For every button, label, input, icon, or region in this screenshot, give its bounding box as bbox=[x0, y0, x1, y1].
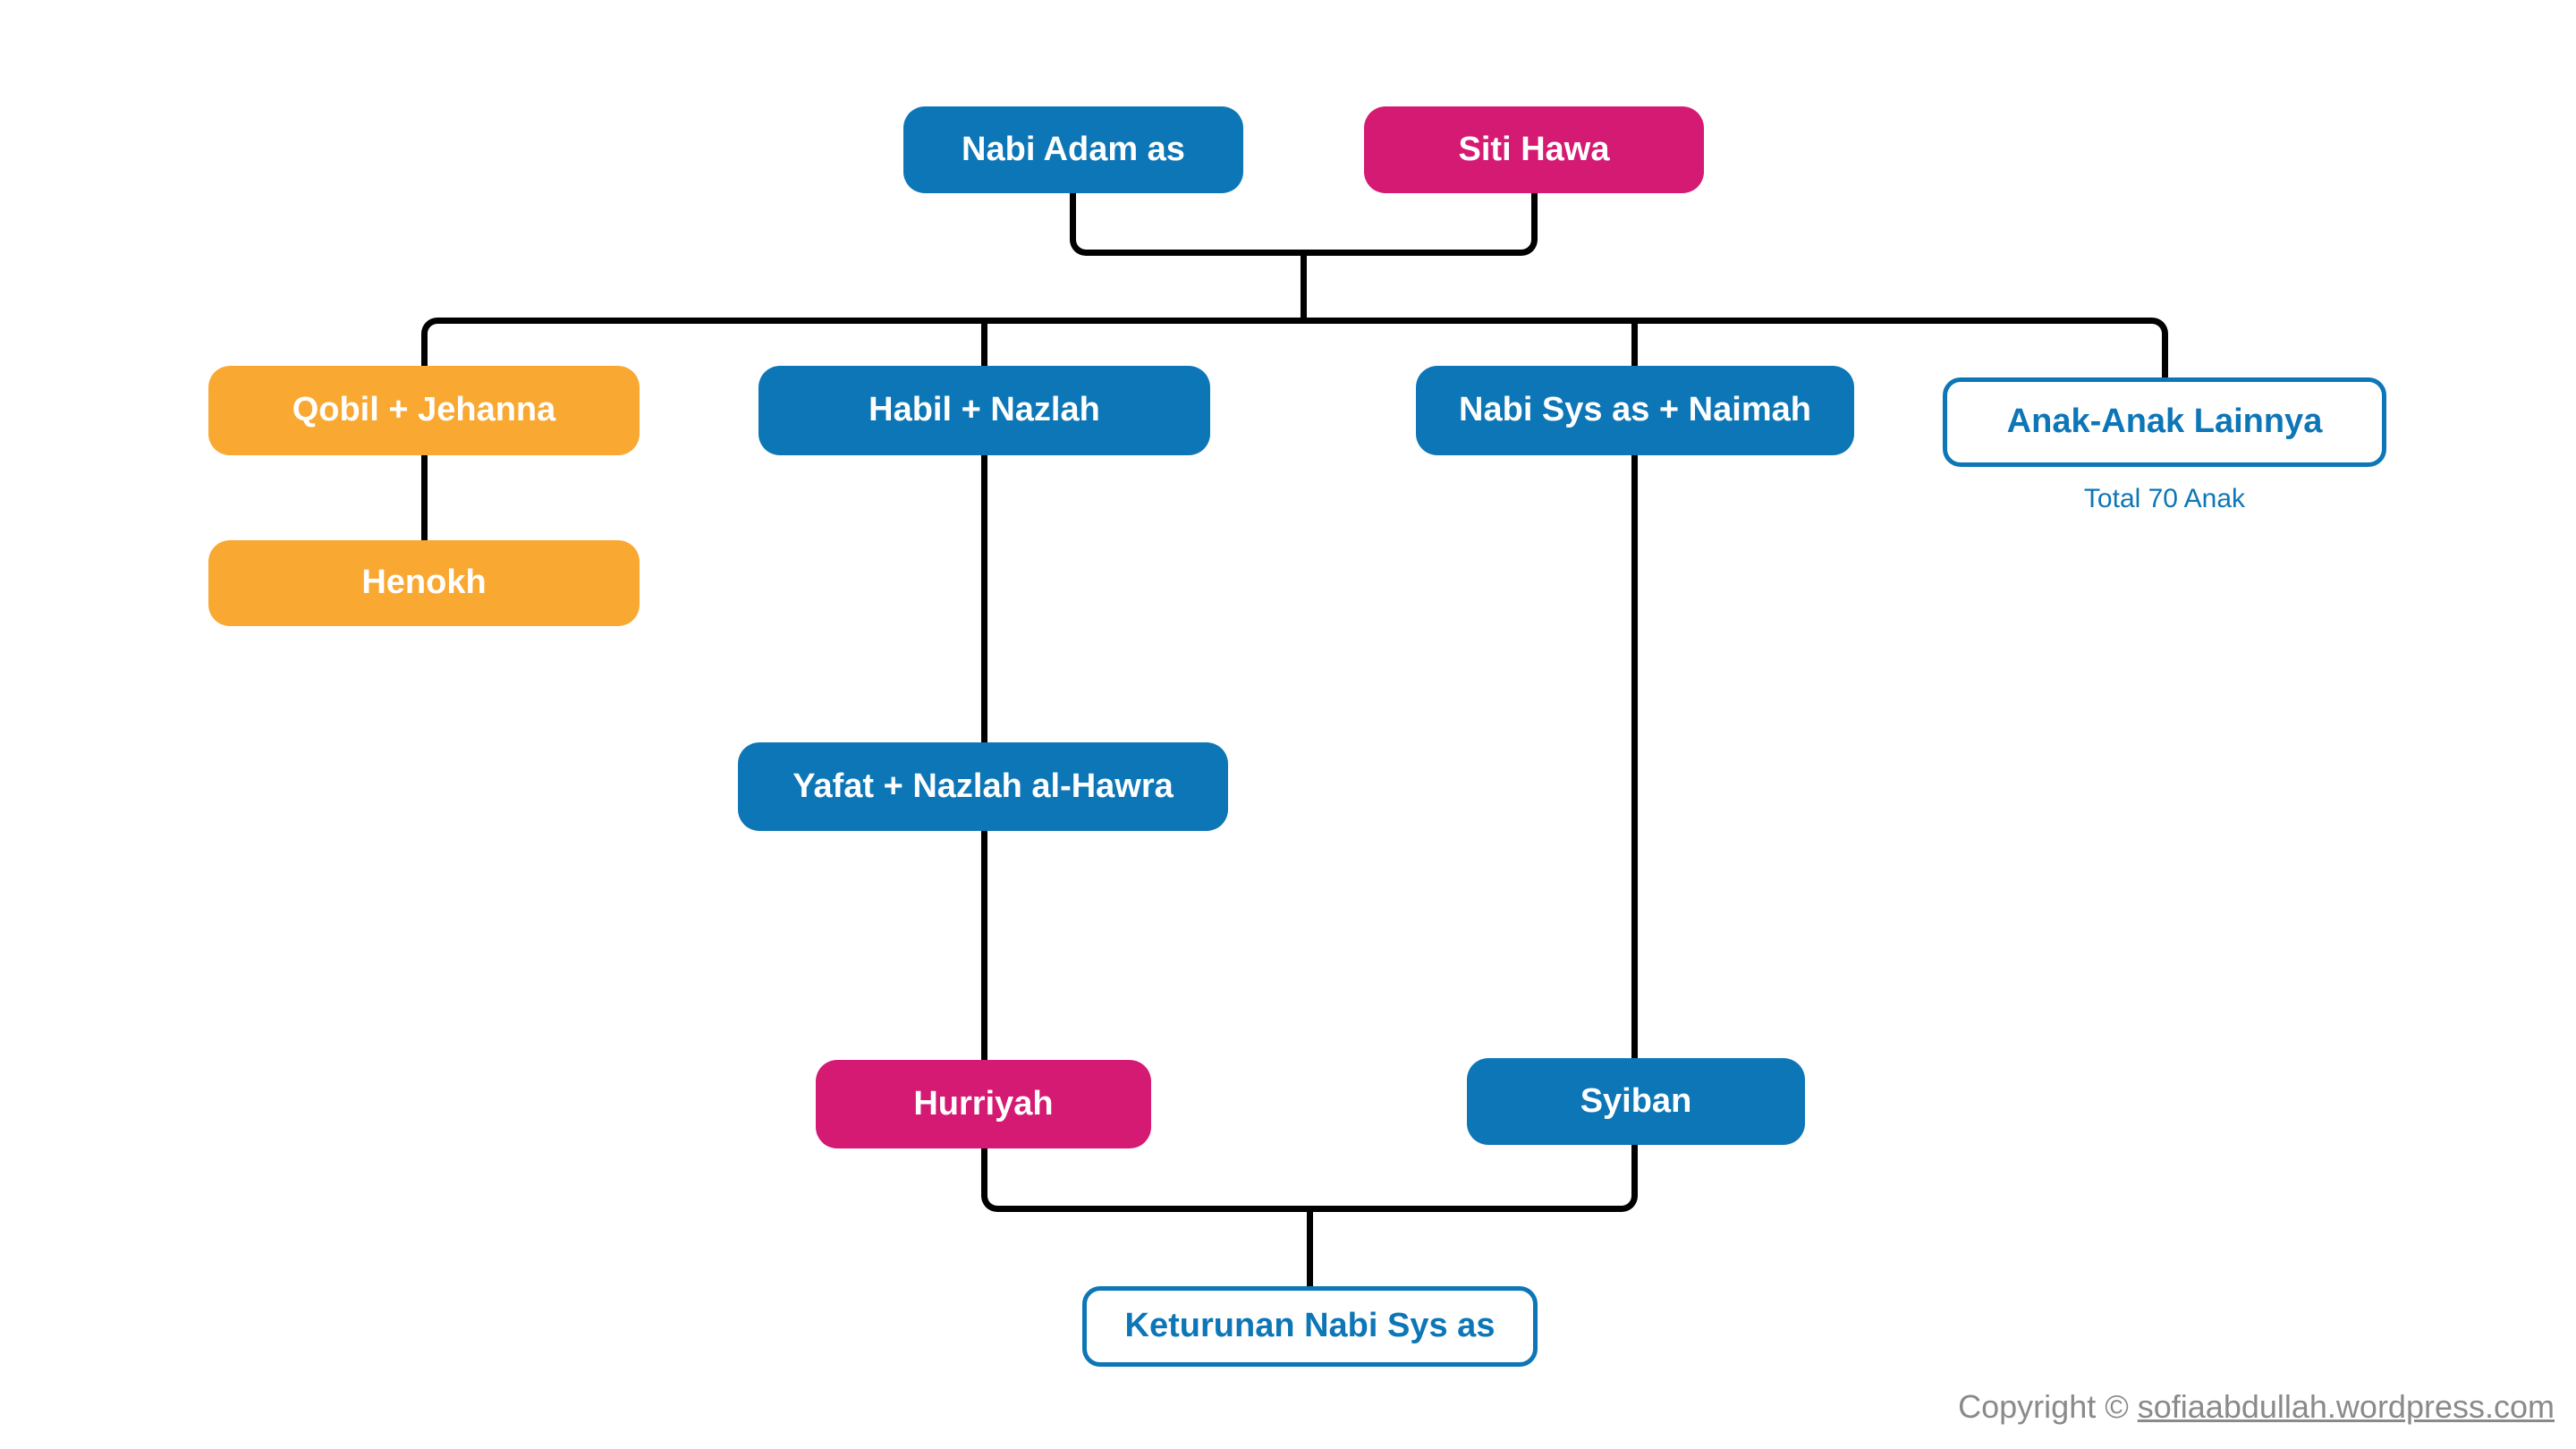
connector-qobil-henokh bbox=[421, 452, 428, 546]
node-label: Anak-Anak Lainnya bbox=[2006, 402, 2323, 441]
connector-children-rail bbox=[421, 318, 2168, 382]
node-label: Yafat + Nazlah al-Hawra bbox=[792, 767, 1174, 805]
copyright-text: Copyright © sofiaabdullah.wordpress.com bbox=[1958, 1388, 2555, 1426]
node-label: Henokh bbox=[361, 564, 487, 602]
connector-descendants-bracket bbox=[981, 1145, 1638, 1212]
connector-nabi-sys-line bbox=[1631, 452, 1638, 1067]
connector-parents-stem bbox=[1301, 250, 1307, 324]
node-anak-anak-lainnya: Anak-Anak Lainnya bbox=[1943, 377, 2386, 467]
node-label: Hurriyah bbox=[913, 1084, 1054, 1123]
node-hurriyah: Hurriyah bbox=[816, 1060, 1151, 1148]
node-siti-hawa: Siti Hawa bbox=[1364, 106, 1704, 193]
total-children-note: Total 70 Anak bbox=[2083, 484, 2246, 513]
node-label: Nabi Sys as + Naimah bbox=[1459, 391, 1811, 429]
node-keturunan-nabi-sys: Keturunan Nabi Sys as bbox=[1082, 1286, 1538, 1367]
node-label: Syiban bbox=[1580, 1081, 1692, 1120]
node-label: Siti Hawa bbox=[1458, 130, 1610, 168]
node-nabi-sys-naimah: Nabi Sys as + Naimah bbox=[1416, 366, 1854, 455]
node-label: Keturunan Nabi Sys as bbox=[1124, 1307, 1496, 1345]
node-label: Nabi Adam as bbox=[962, 130, 1185, 168]
connector-drop-nabi-sys bbox=[1631, 319, 1638, 373]
node-habil-nazlah: Habil + Nazlah bbox=[758, 366, 1210, 455]
node-yafat-nazlah-al-hawra: Yafat + Nazlah al-Hawra bbox=[738, 742, 1228, 831]
node-henokh: Henokh bbox=[208, 540, 640, 626]
connector-drop-habil bbox=[981, 319, 987, 373]
connector-descendants-stem bbox=[1307, 1206, 1313, 1291]
node-syiban: Syiban bbox=[1467, 1058, 1805, 1145]
node-nabi-adam: Nabi Adam as bbox=[903, 106, 1243, 193]
copyright-prefix: Copyright © bbox=[1958, 1388, 2138, 1425]
node-label: Qobil + Jehanna bbox=[292, 391, 556, 429]
connector-parents-bracket bbox=[1070, 191, 1538, 256]
node-label: Habil + Nazlah bbox=[869, 391, 1100, 429]
node-qobil-jehanna: Qobil + Jehanna bbox=[208, 366, 640, 455]
wordpress-link[interactable]: sofiaabdullah.wordpress.com bbox=[2137, 1388, 2555, 1425]
